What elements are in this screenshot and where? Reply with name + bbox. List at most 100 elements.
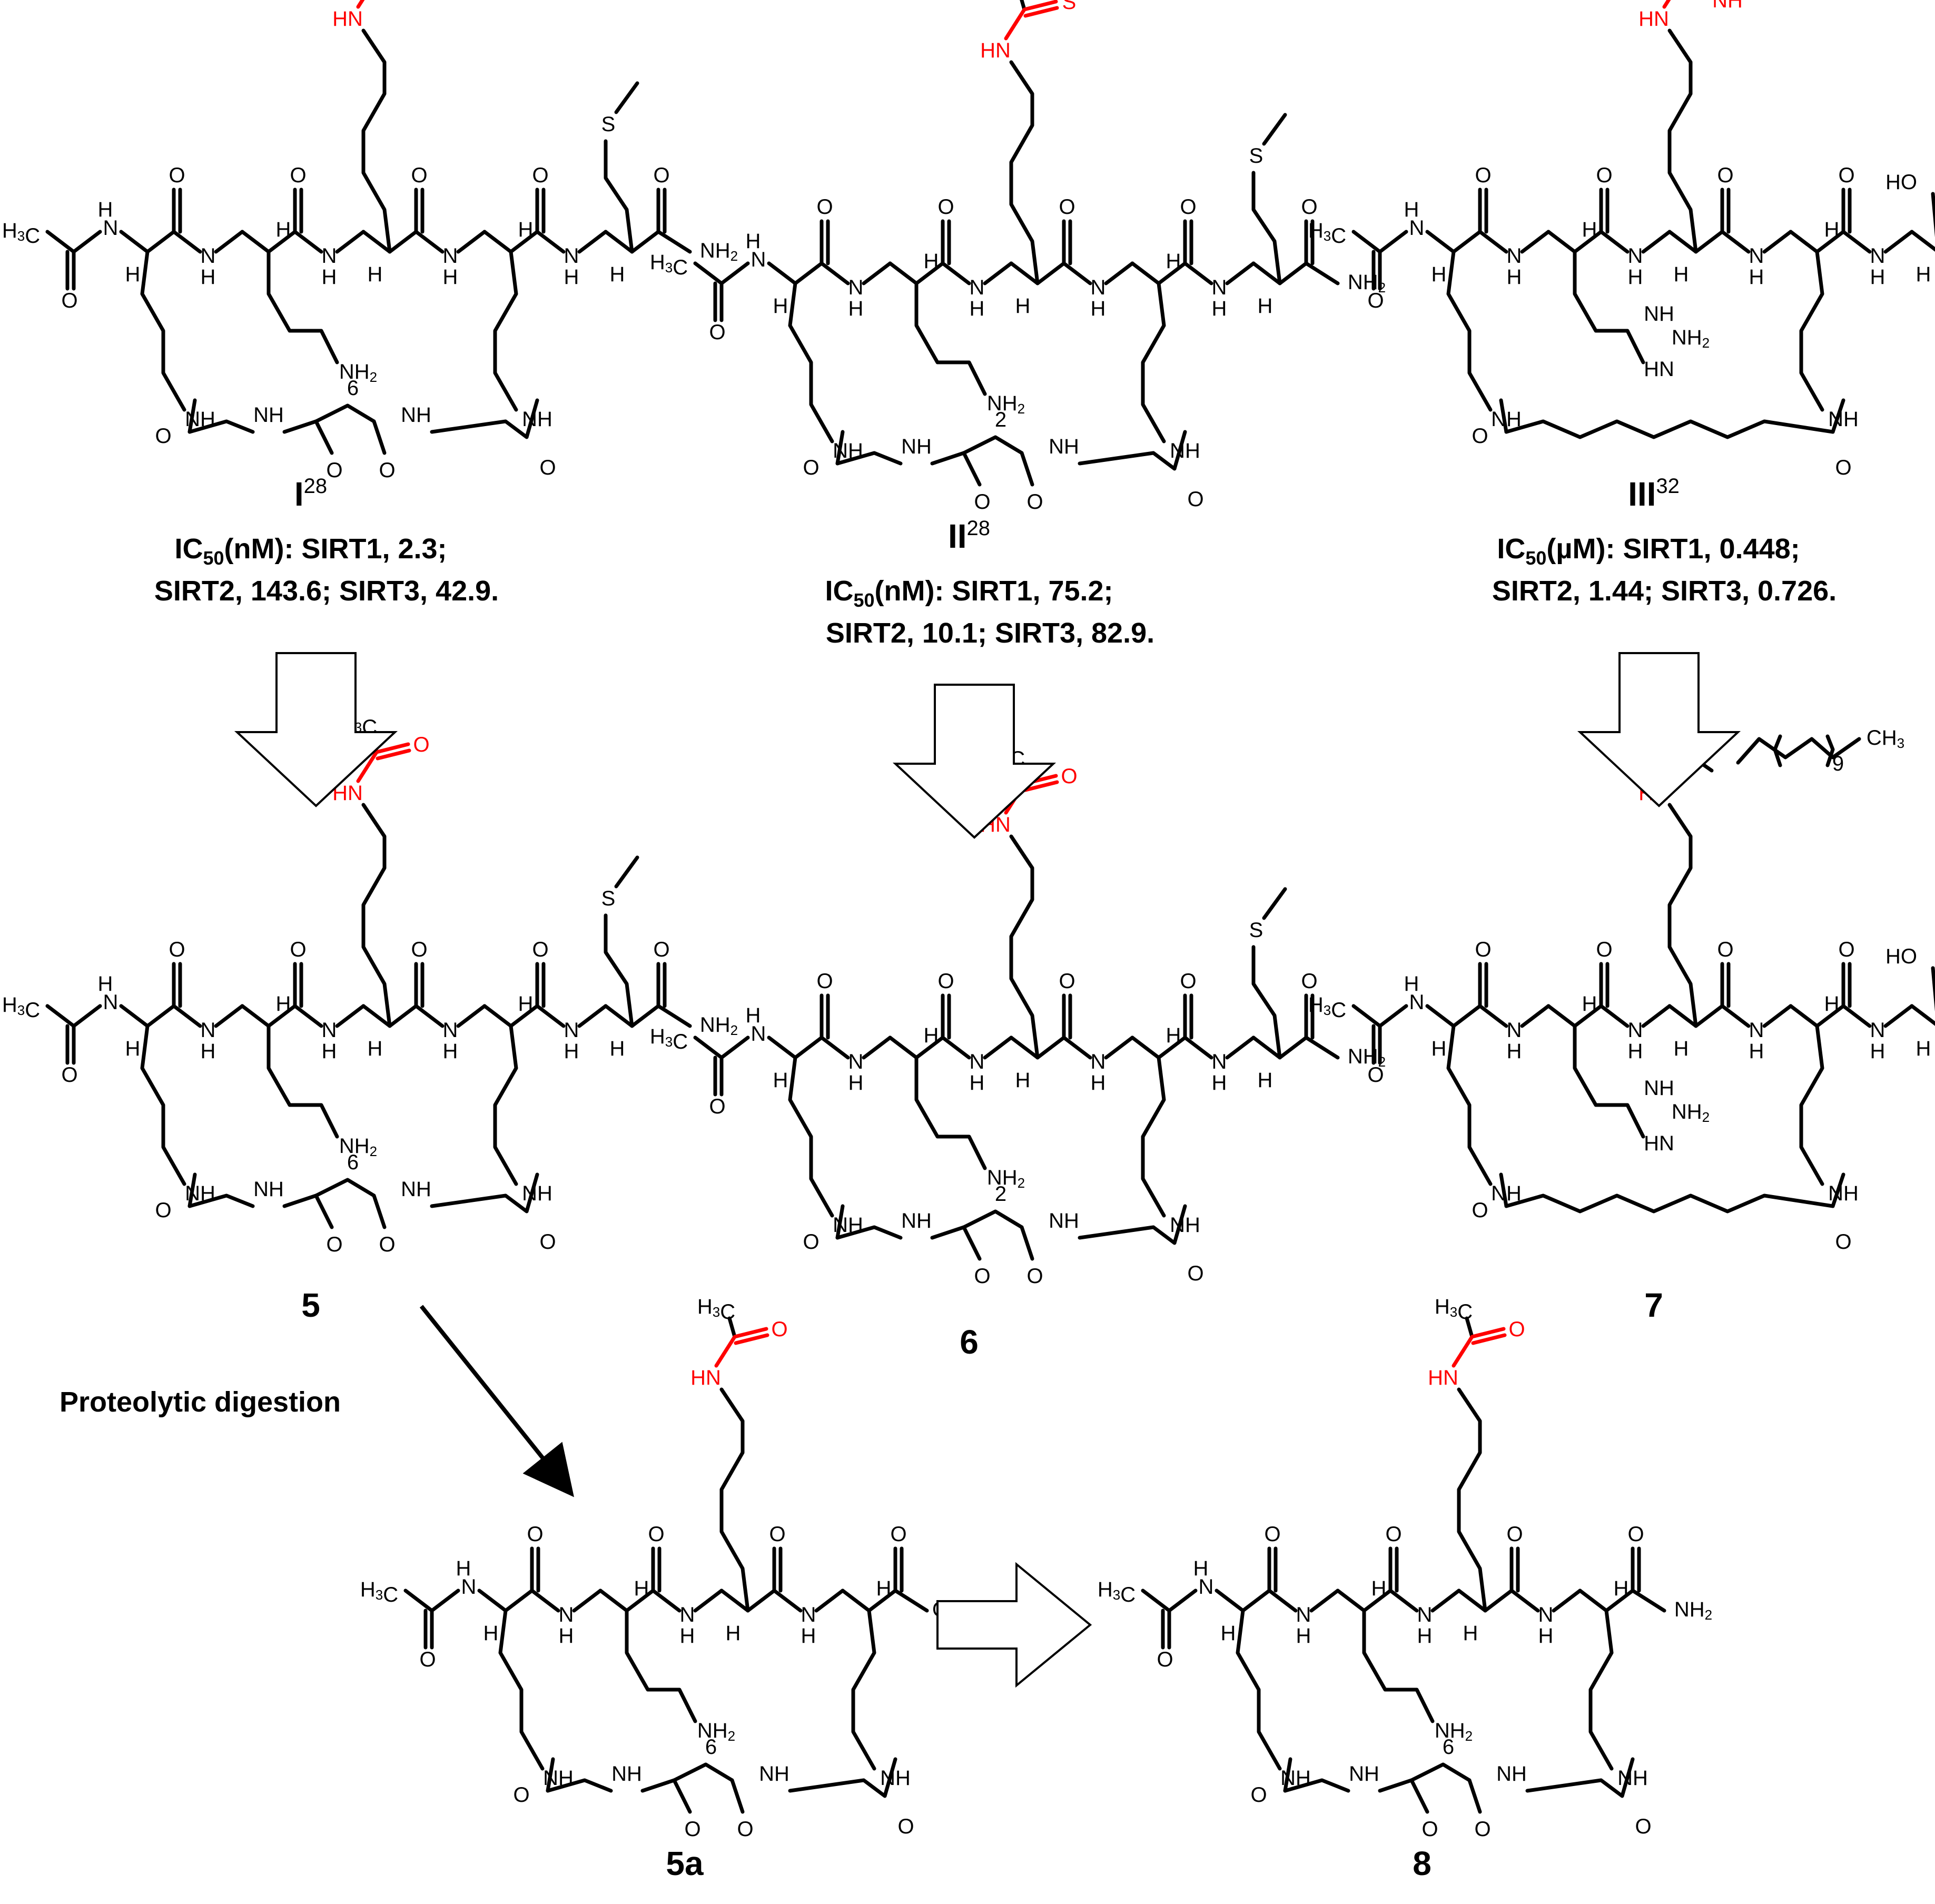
repeat-index: 6 [705,1735,717,1759]
modified-lysine-side-chain [361,28,392,254]
bond [835,1204,845,1240]
warhead-nh-atom-label: HN [332,7,363,31]
bond [1225,1035,1256,1060]
bond [187,398,197,434]
bond [1304,261,1340,285]
carbonyl-oxygen-atom-label: O [1717,164,1733,187]
acetyl-oxygen-atom-label: O [1061,765,1077,788]
bond [1267,1589,1298,1613]
bond [1631,1589,1666,1613]
alpha-h-atom-label: H [634,1577,649,1600]
residue2-side-chain [266,1024,339,1139]
structure-5: H3COHNONHONHONHONHONH2HHHHHNHNH2HNH3CONH… [2,711,738,1256]
thiourea-nh-atom-label: NH [1712,0,1743,12]
amide-n-atom-label: N [848,1050,864,1073]
warhead-double-bond [1023,6,1059,18]
bond [841,1589,871,1613]
bond [172,1004,202,1028]
bond [530,1589,560,1613]
acetyl-methyl-atom-label: H3C [1098,1578,1136,1606]
amide-n-atom-label: N [201,1019,216,1042]
nh-h-atom-label: H [564,265,579,289]
nh-h-atom-label: H [98,198,113,221]
carbonyl-oxygen-atom-label: O [653,164,669,187]
linker-nh-atom-label: NH [1496,1762,1527,1785]
modified-lysine-side-chain [361,803,392,1028]
carbonyl-oxygen-atom-label: O [411,164,427,187]
amide-n-atom-label: N [103,216,119,240]
nh-h-atom-label: H [1507,265,1522,289]
lysine-amine-atom-label: NH2 [1435,1719,1473,1744]
amide-n-atom-label: N [1417,1603,1433,1626]
warhead-double-bond [1023,780,1059,792]
linker-chain [1378,1778,1429,1814]
linker-oxygen-atom-label: O [513,1783,529,1807]
warhead-bond [1662,0,1671,9]
linker-oxygen-atom-label: O [155,425,171,448]
bond [1520,1004,1551,1028]
acetyl-oxygen-atom-label: O [61,289,77,312]
bond [266,1004,297,1028]
linker-chain [930,451,982,487]
amide-n-atom-label: N [103,991,119,1014]
warhead-bond [356,750,379,783]
acetyl-oxygen-atom-label: O [709,321,725,344]
lysine-side-chain [140,250,186,412]
nh-h-atom-label: H [98,972,113,995]
amide-n-atom-label: N [680,1603,695,1626]
bond [1351,230,1382,254]
amide-n-atom-label: N [443,244,458,268]
bond [1499,1172,1508,1208]
amide-n-atom-label: N [1628,244,1643,268]
alpha-h-atom-label: H [1431,1037,1447,1060]
thioether-sulfur-atom-label: S [601,887,616,910]
amide-n-atom-label: N [322,1019,337,1042]
alpha-h-atom-label: H [1463,1622,1478,1645]
carbonyl-oxygen-atom-label: O [937,195,954,219]
repeat-index: 2 [995,1182,1006,1206]
arrow-II-to-6 [892,684,1057,839]
arrow-III-to-7 [1577,652,1741,807]
bond [577,230,608,254]
bond [1130,261,1161,285]
warhead-methyl-atom-label: H3C [1435,1295,1473,1324]
bond [1062,1035,1092,1060]
bond [1104,261,1134,285]
ic50-I-line1: IC50(nM): SIRT1, 2.3; [174,533,447,569]
amide-n-atom-label: N [1538,1603,1554,1626]
linker-nh-atom-label: NH [1049,435,1079,458]
bond [914,261,945,285]
linker-oxygen-atom-label: O [1026,490,1043,514]
bond [820,261,850,285]
alpha-h-atom-label: H [1582,992,1597,1015]
linker-nh-atom-label: NH [1349,1762,1379,1785]
bond [867,1589,897,1613]
structure-5a: H3COHNONHONHONHOOHHHHHNHNH2HNH3CONHONHO6… [360,1295,964,1841]
alpha-h-atom-label: H [276,218,291,241]
linker-oxygen-atom-label: O [539,1230,556,1254]
residue2-side-chain [1573,1024,1645,1139]
alpha-h-atom-label: H [924,250,939,273]
nh-h-atom-label: H [1091,297,1106,320]
bond [266,230,297,254]
repeat-bracket [1773,734,1782,767]
lysine-side-chain [1799,1024,1824,1186]
alpha-h-atom-label: H [125,1037,141,1060]
warhead-double-bond [733,1327,768,1339]
structure-II: H3COHNONHONHONHONHONH2HHHHHNHNH2HNH3CSNH… [650,0,1386,514]
nh-h-atom-label: H [201,265,216,289]
alpha-h-atom-label: H [726,1622,741,1645]
methionine-side-chain [1251,945,1282,1060]
bond [45,1004,76,1028]
residue2-side-chain [625,1609,697,1723]
side-chain-nh-atom-label: NH [522,1182,552,1205]
linker-chain [314,1178,376,1198]
linker-nh-atom-label: NH [901,1209,932,1232]
lysine-side-chain [1446,1024,1493,1186]
amide-n-atom-label: N [1870,244,1885,268]
thioether-sulfur-atom-label: S [1249,144,1263,167]
bond [1599,230,1630,254]
linker-chain [372,1193,387,1229]
guanidine-nh2-atom-label: NH2 [1672,1100,1710,1125]
amide-n-atom-label: N [751,1022,766,1045]
